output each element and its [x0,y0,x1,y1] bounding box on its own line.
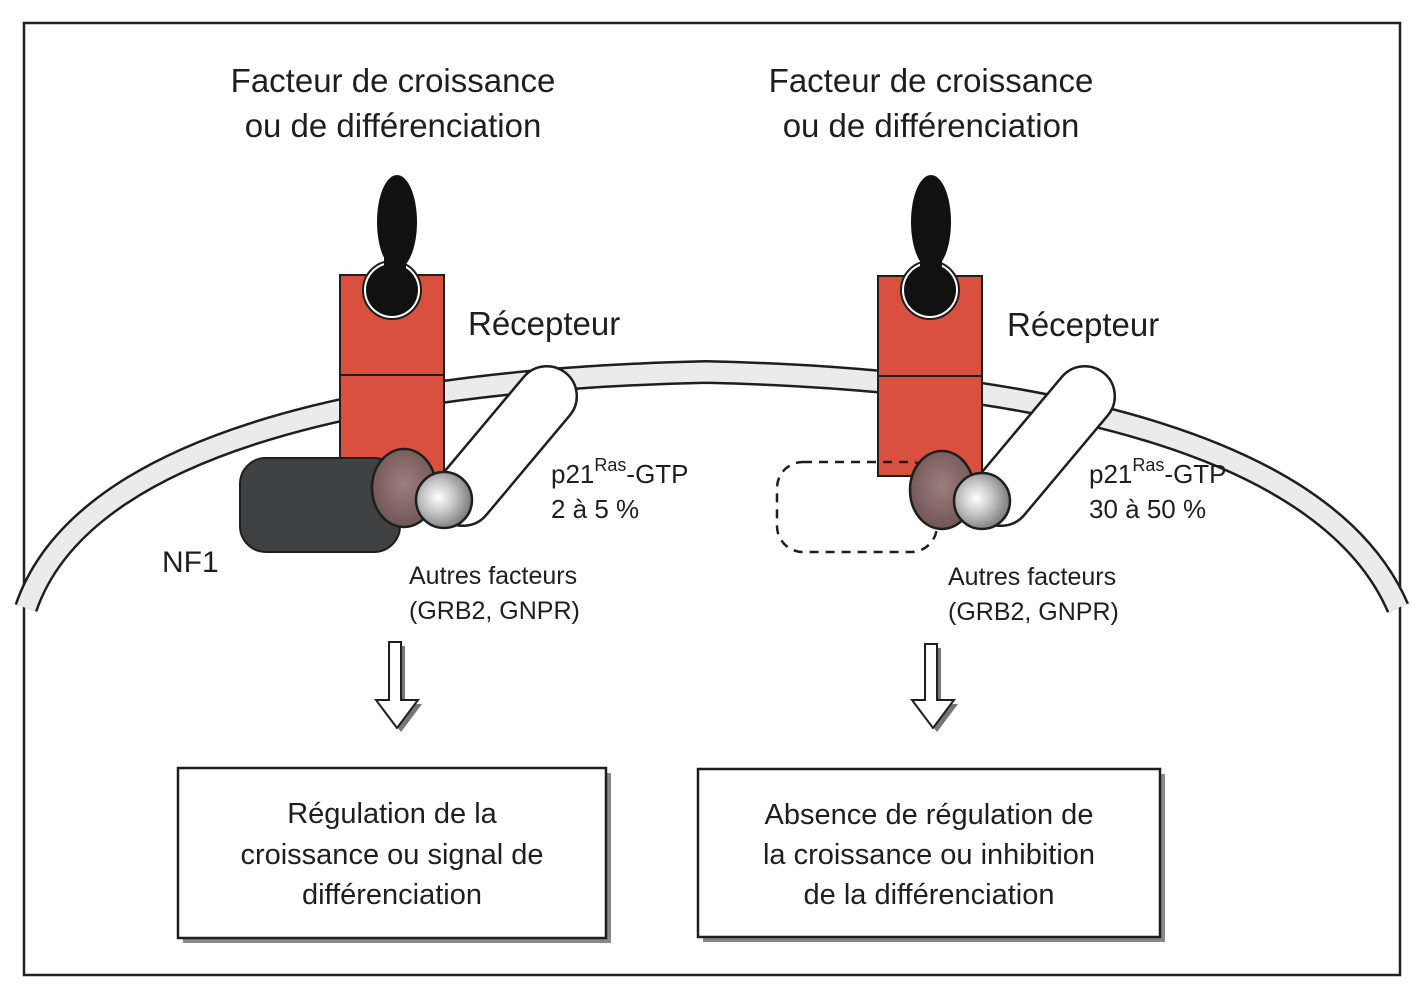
ligand-label-line2: ou de différenciation [245,107,542,144]
ligand-label-line1: Facteur de croissance [231,62,556,99]
ras-gtp-ball [414,470,474,530]
left-panel: Facteur de croissance ou de différenciat… [162,62,689,943]
ligand-label-line1: Facteur de croissance [769,62,1094,99]
down-arrow-icon [910,643,958,732]
other-factors-line1: Autres facteurs [948,563,1116,591]
ras-percent: 30 à 50 % [1089,494,1206,524]
outcome-line1: Absence de régulation de [765,799,1094,831]
other-factors-line1: Autres facteurs [409,562,577,590]
other-factors-line2: (GRB2, GNPR) [409,597,580,625]
ras-prefix: p21 [551,459,594,489]
outcome-line3: différenciation [302,879,482,911]
ligand-label-line2: ou de différenciation [783,107,1080,144]
ras-superscript: Ras [594,455,626,475]
receptor-label: Récepteur [1007,306,1159,343]
other-factors-line2: (GRB2, GNPR) [948,598,1119,626]
ras-prefix: p21 [1089,459,1132,489]
ras-gtp-ball [952,471,1012,531]
outcome-line2: croissance ou signal de [240,839,543,871]
ras-percent: 2 à 5 % [551,494,639,524]
down-arrow-icon [374,641,422,732]
ras-label: p21Ras-GTP [551,455,689,489]
receptor-label: Récepteur [468,305,620,342]
outcome-line3: de la différenciation [804,879,1055,911]
outcome-line2: la croissance ou inhibition [763,839,1095,871]
ras-superscript: Ras [1132,455,1164,475]
growth-factor-ligand-icon [362,175,422,320]
outcome-line1: Régulation de la [287,798,497,830]
outcome-box-regulation: Régulation de la croissance ou signal de… [176,766,611,943]
cell-membrane [14,359,1410,613]
ras-suffix: -GTP [1164,459,1226,489]
ras-suffix: -GTP [626,459,688,489]
ras-label: p21Ras-GTP [1089,455,1227,489]
outcome-box-no-regulation: Absence de régulation de la croissance o… [696,767,1165,942]
nf1-label: NF1 [162,546,219,579]
figure-frame [22,21,1402,977]
right-panel: Facteur de croissance ou de différenciat… [696,62,1227,942]
growth-factor-ligand-icon [900,175,960,320]
